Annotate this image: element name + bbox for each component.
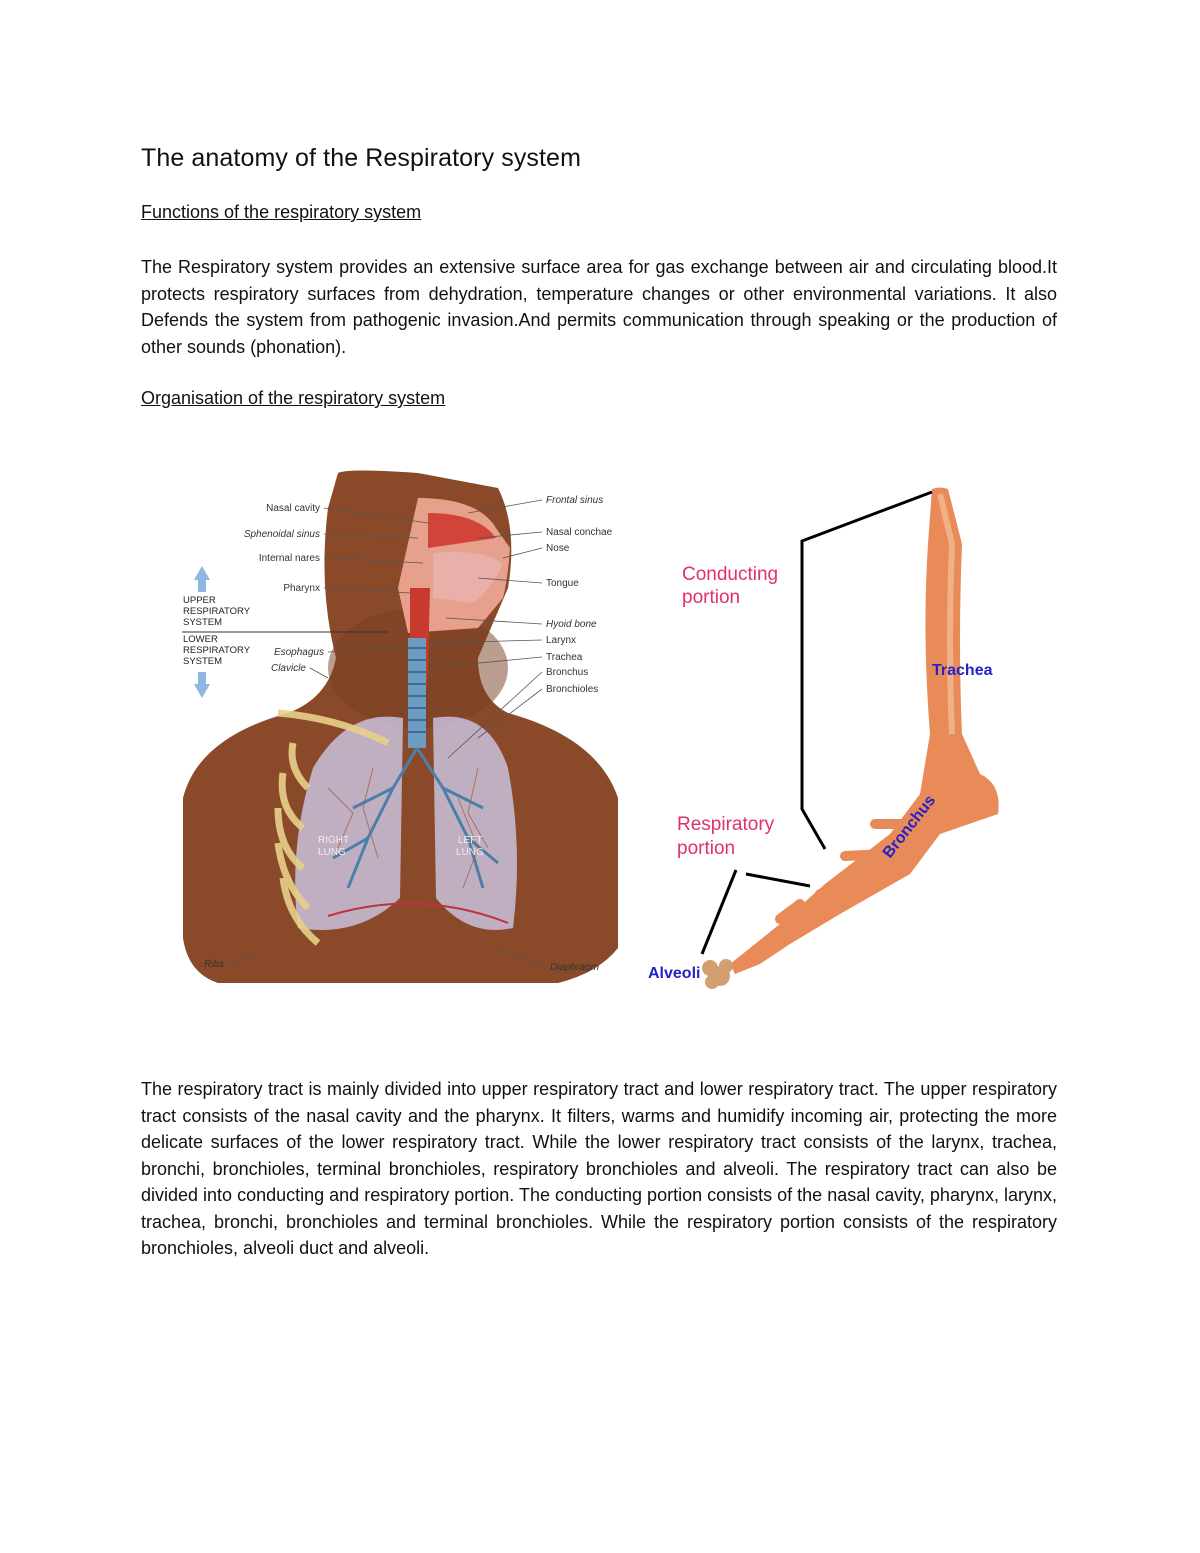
upper-arrow-icon (194, 566, 210, 592)
label-tongue: Tongue (546, 578, 579, 589)
label-pharynx: Pharynx (283, 583, 320, 594)
label-nasal-conchae: Nasal conchae (546, 527, 613, 538)
label-upper-1: UPPER (183, 595, 216, 606)
label-conducting-1: Conducting (682, 564, 778, 585)
label-respiratory-1: Respiratory (677, 814, 775, 835)
left-lung-shape (433, 716, 517, 930)
lower-arrow-icon (194, 672, 210, 698)
label-left-lung-2: LUNG (456, 847, 484, 858)
paragraph-organisation: The respiratory tract is mainly divided … (141, 1079, 1057, 1258)
label-sphenoidal-sinus: Sphenoidal sinus (244, 529, 320, 540)
label-hyoid-bone: Hyoid bone (546, 619, 597, 630)
label-right-lung-2: LUNG (318, 847, 346, 858)
airway-portions-figure: Conducting portion Respiratory portion T… (640, 484, 1020, 996)
label-upper-3: SYSTEM (183, 617, 222, 628)
label-trachea-right-fig: Trachea (932, 662, 993, 679)
label-frontal-sinus: Frontal sinus (546, 495, 603, 506)
label-bronchus-left-fig: Bronchus (546, 667, 588, 678)
label-conducting-2: portion (682, 587, 740, 608)
label-nasal-cavity: Nasal cavity (266, 503, 320, 514)
airway-portions-svg: Conducting portion Respiratory portion T… (648, 487, 999, 989)
label-esophagus: Esophagus (274, 647, 324, 658)
label-larynx: Larynx (546, 635, 576, 646)
alveoli-cluster (702, 959, 733, 989)
label-lower-2: RESPIRATORY (183, 645, 251, 656)
label-trachea-left-fig: Trachea (546, 652, 583, 663)
respiratory-anatomy-svg: UPPER RESPIRATORY SYSTEM LOWER RESPIRATO… (182, 470, 618, 983)
label-bronchioles: Bronchioles (546, 684, 598, 695)
label-ribs: Ribs (204, 959, 224, 970)
label-diaphragm: Diaphragm (550, 962, 599, 973)
label-right-lung-1: RIGHT (318, 835, 349, 846)
label-lower-1: LOWER (183, 634, 218, 645)
label-nose: Nose (546, 543, 570, 554)
paragraph-functions: The Respiratory system provides an exten… (141, 257, 1057, 357)
label-upper-2: RESPIRATORY (183, 606, 251, 617)
label-respiratory-2: portion (677, 838, 735, 859)
label-lower-3: SYSTEM (183, 656, 222, 667)
label-clavicle: Clavicle (271, 663, 306, 674)
section-heading-functions: Functions of the respiratory system (141, 202, 422, 222)
section-heading-organisation: Organisation of the respiratory system (141, 388, 446, 408)
page-title: The anatomy of the Respiratory system (141, 144, 581, 172)
trachea-tube (730, 487, 999, 974)
label-left-lung-1: LEFT (458, 835, 482, 846)
label-alveoli: Alveoli (648, 965, 700, 982)
respiratory-anatomy-figure: UPPER RESPIRATORY SYSTEM LOWER RESPIRATO… (178, 468, 633, 990)
label-internal-nares: Internal nares (259, 553, 320, 564)
